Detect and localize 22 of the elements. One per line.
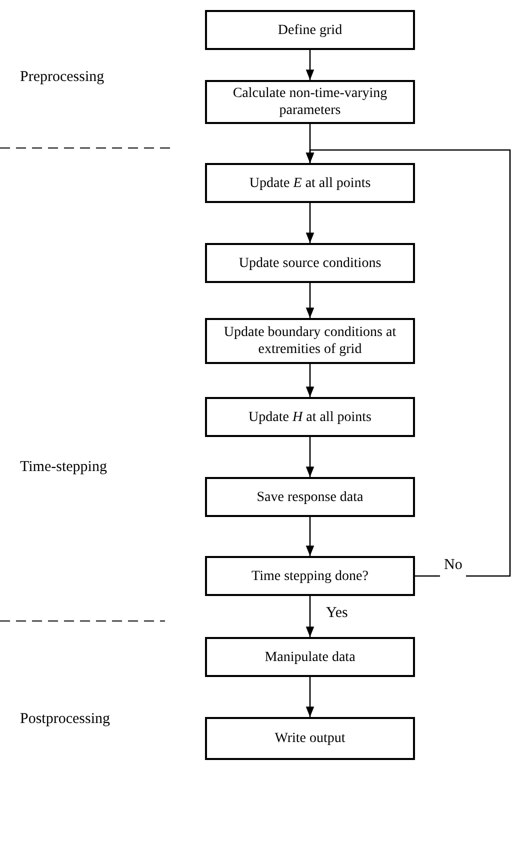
process-box: Update H at all points — [205, 397, 415, 437]
process-box: Write output — [205, 717, 415, 760]
arrow — [306, 677, 314, 717]
process-box: Define grid — [205, 10, 415, 50]
process-box: Update source conditions — [205, 243, 415, 283]
arrow — [306, 203, 314, 243]
process-box: Manipulate data — [205, 637, 415, 677]
arrow — [306, 283, 314, 318]
arrow — [306, 50, 314, 80]
arrow — [306, 517, 314, 556]
phase-label: Postprocessing — [20, 710, 110, 729]
process-box: Time stepping done? — [205, 556, 415, 596]
arrow — [306, 364, 314, 397]
process-box: Calculate non-time-varying parameters — [205, 80, 415, 124]
process-box: Save response data — [205, 477, 415, 517]
process-box: Update E at all points — [205, 163, 415, 203]
phase-label: Time-stepping — [20, 458, 107, 477]
arrow — [306, 437, 314, 477]
arrow — [306, 596, 314, 637]
phase-label: Preprocessing — [20, 68, 104, 87]
process-box: Update boundary conditions at extremities of grid — [205, 318, 415, 364]
arrow — [306, 149, 511, 577]
